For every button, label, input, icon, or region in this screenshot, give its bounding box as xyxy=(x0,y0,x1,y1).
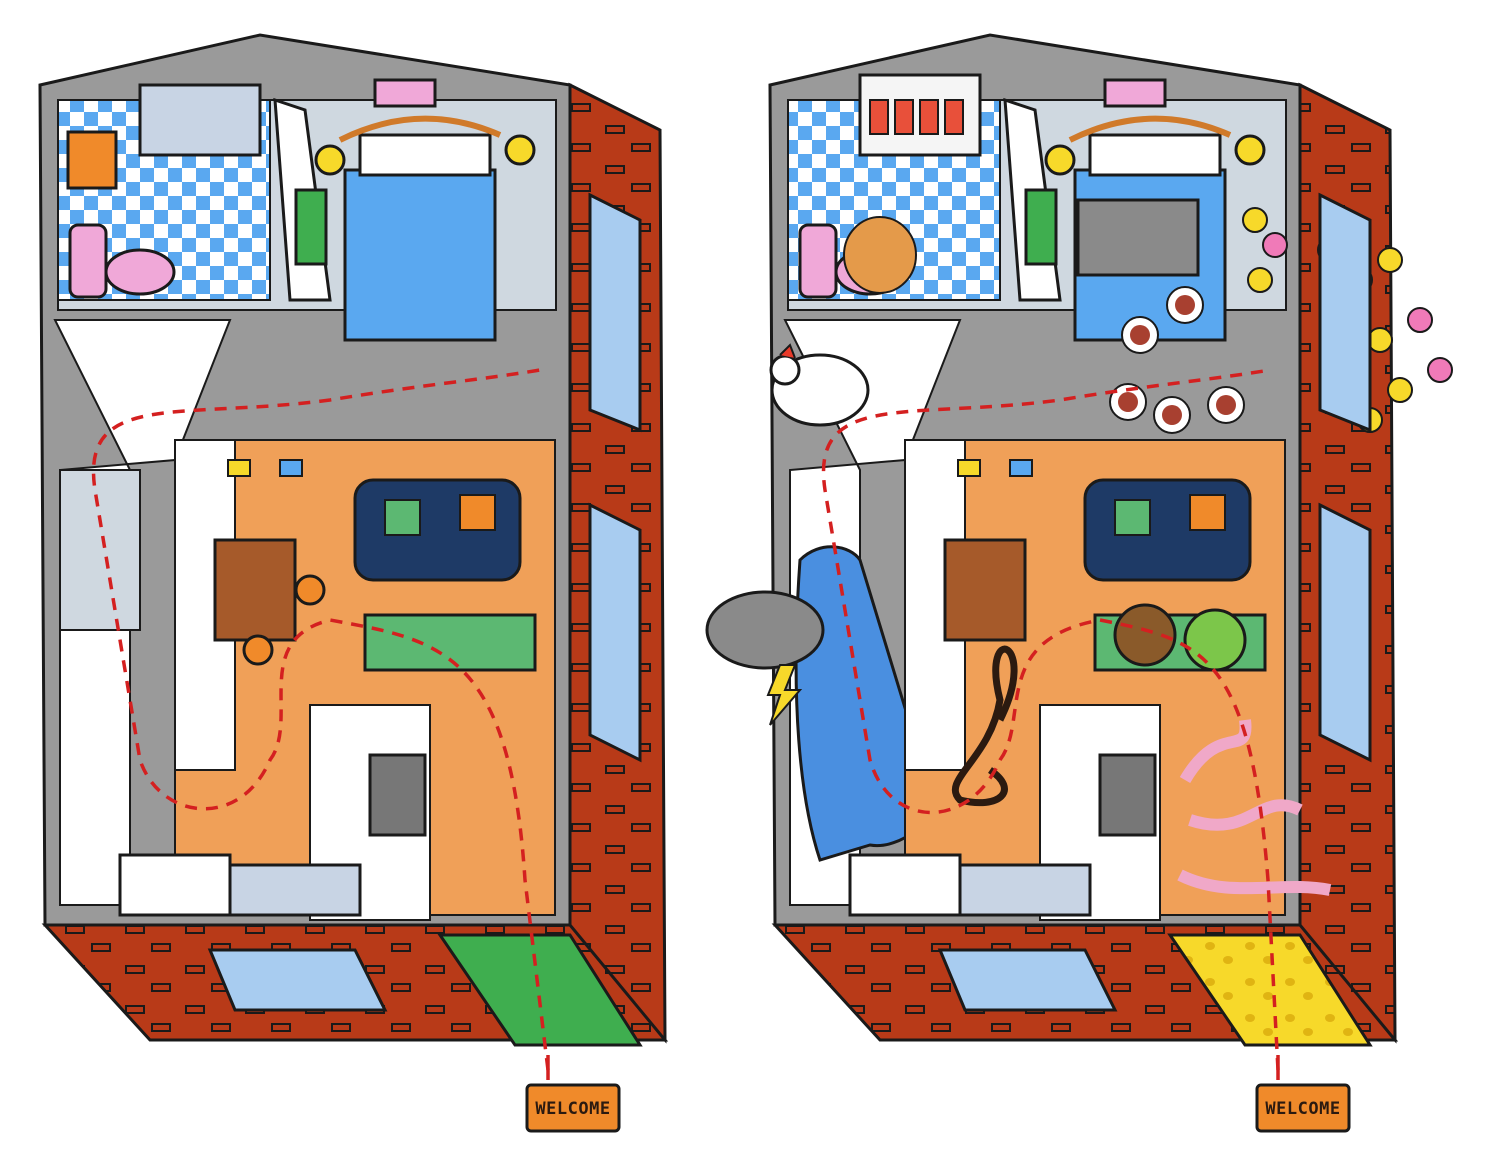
sink-icon xyxy=(228,863,362,917)
front-window xyxy=(937,948,1118,1012)
lamp-icon xyxy=(504,134,536,166)
sink-icon xyxy=(958,863,1092,917)
welcome-mat-label: WELCOME xyxy=(1265,1099,1340,1119)
side-window-lower xyxy=(588,502,642,763)
grill-icon xyxy=(1076,198,1200,277)
stair-steps xyxy=(59,469,141,631)
welcome-mat: WELCOME xyxy=(1255,1083,1351,1133)
cheese-door[interactable] xyxy=(1167,933,1373,1047)
house-left: WELCOME xyxy=(38,33,669,1133)
welcome-mat: WELCOME xyxy=(525,1083,621,1133)
bathtub-icon xyxy=(138,83,262,157)
fridge-icon xyxy=(848,853,962,917)
soda-cans xyxy=(869,99,964,135)
walking-path xyxy=(91,368,550,1071)
wall-picture-icon xyxy=(373,78,437,108)
wall-tile-blue xyxy=(1009,459,1033,477)
sofa-icon xyxy=(353,478,522,582)
lamp-icon xyxy=(1044,144,1076,176)
side-window-lower xyxy=(1318,502,1372,763)
walking-path xyxy=(821,368,1280,1071)
door-sign xyxy=(1024,188,1058,266)
rope-icon xyxy=(951,645,1018,807)
fridge-icon xyxy=(118,853,232,917)
stove-icon xyxy=(1098,753,1157,837)
welcome-mat-label: WELCOME xyxy=(535,1099,610,1119)
bathroom-window-icon xyxy=(66,130,118,190)
lamp-icon xyxy=(1234,134,1266,166)
house-right: WELCOME xyxy=(705,33,1453,1133)
storm-cloud-icon xyxy=(705,590,825,726)
wall-tile-yellow xyxy=(957,459,981,477)
water-flood xyxy=(794,545,934,862)
wall-tile-yellow xyxy=(227,459,251,477)
chicken-icon xyxy=(769,343,870,427)
wall-picture-icon xyxy=(1103,78,1167,108)
wall-tile-blue xyxy=(279,459,303,477)
side-window-upper xyxy=(588,192,642,433)
shrimp-pile-icon xyxy=(843,216,917,294)
lamp-icon xyxy=(314,144,346,176)
stool-icon xyxy=(294,574,326,606)
side-window-upper xyxy=(1318,192,1372,433)
dining-table-icon xyxy=(943,538,1027,642)
door-sign xyxy=(294,188,328,266)
steak-icon xyxy=(1109,286,1245,434)
front-door[interactable] xyxy=(437,933,643,1047)
bed-icon xyxy=(338,115,502,342)
sofa-icon xyxy=(1083,478,1252,582)
toilet-icon xyxy=(68,223,176,299)
dining-table-icon xyxy=(213,538,297,642)
stove-icon xyxy=(368,753,427,837)
stool-icon xyxy=(242,634,274,666)
front-window xyxy=(207,948,388,1012)
